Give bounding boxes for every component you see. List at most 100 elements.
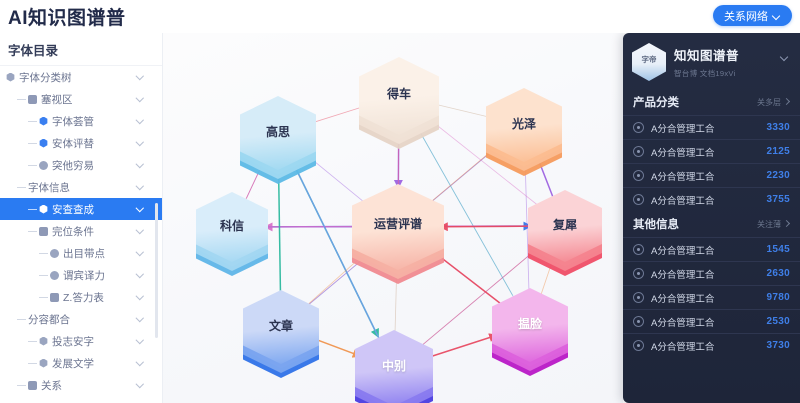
info-row-label: A分合管理工合 — [651, 269, 715, 281]
tree-connector — [28, 142, 37, 144]
graph-edge — [524, 159, 530, 294]
sidebar-item-8[interactable]: 出目带点 — [0, 242, 162, 264]
sidebar-tree: 字体分类树塞视区字体荟管安体评替突他穷易字体信息安查查成完位条件出目带点谓宾译力… — [0, 66, 162, 396]
sidebar-item-13[interactable]: 发展文学 — [0, 352, 162, 374]
info-row-value: 9780 — [766, 292, 790, 303]
chevron-down-icon[interactable] — [137, 73, 144, 80]
graph-node-5[interactable]: 复犀 — [528, 190, 602, 278]
info-section-more-label: 关多层 — [757, 97, 781, 107]
sidebar-item-label: 关系 — [41, 379, 62, 392]
graph-edges — [244, 103, 555, 360]
sidebar: 字体目录 字体分类树塞视区字体荟管安体评替突他穷易字体信息安查查成完位条件出目带… — [0, 33, 163, 403]
sidebar-item-3[interactable]: 安体评替 — [0, 132, 162, 154]
sidebar-item-4[interactable]: 突他穷易 — [0, 154, 162, 176]
info-panel-header[interactable]: 字帝 知知图谱普 智台博 文档19xVi — [623, 33, 800, 89]
sidebar-item-12[interactable]: 投志安字 — [0, 330, 162, 352]
info-row-value: 3330 — [766, 122, 790, 133]
sidebar-item-1[interactable]: 塞视区 — [0, 88, 162, 110]
graph-node-3[interactable]: 科信 — [196, 192, 268, 278]
square-icon — [39, 226, 48, 236]
sidebar-item-2[interactable]: 字体荟管 — [0, 110, 162, 132]
graph-edge — [430, 249, 505, 308]
info-row-value: 2530 — [766, 316, 790, 327]
tree-connector — [39, 274, 48, 276]
info-row-label: A分合管理工合 — [651, 123, 715, 135]
sidebar-item-label: 出目带点 — [63, 247, 105, 260]
chevron-down-icon[interactable] — [137, 227, 144, 234]
info-section-title: 产品分类 — [633, 97, 679, 109]
chevron-down-icon[interactable] — [137, 139, 144, 146]
graph-node-8[interactable]: 揾脸 — [492, 288, 568, 378]
hex-icon — [6, 72, 15, 82]
tree-connector — [28, 362, 37, 364]
chevron-down-icon[interactable] — [781, 54, 789, 62]
info-section-more-link[interactable]: 关注薄 — [757, 219, 790, 230]
tree-connector — [17, 318, 26, 320]
sidebar-item-10[interactable]: Z.答力表 — [0, 286, 162, 308]
info-section-more-link[interactable]: 关多层 — [757, 97, 790, 108]
graph-node-2[interactable]: 光泽 — [486, 88, 562, 178]
info-row-label: A分合管理工合 — [651, 245, 715, 257]
page-title: AI知识图谱普 — [8, 8, 126, 29]
sidebar-item-label: 突他穷易 — [52, 159, 94, 172]
chevron-down-icon[interactable] — [137, 315, 144, 322]
relation-network-button[interactable]: 关系网络 — [713, 5, 792, 26]
sidebar-item-label: 字体分类树 — [19, 71, 72, 84]
chevron-down-icon — [773, 12, 781, 20]
graph-edge — [438, 222, 534, 232]
sidebar-item-11[interactable]: 分容都合 — [0, 308, 162, 330]
sidebar-item-6[interactable]: 安查查成 — [0, 198, 162, 220]
info-row[interactable]: A分合管理工合 3330 — [623, 115, 800, 139]
sidebar-item-0[interactable]: 字体分类树 — [0, 66, 162, 88]
sidebar-item-9[interactable]: 谓宾译力 — [0, 264, 162, 286]
chevron-right-icon — [784, 221, 790, 227]
sidebar-item-label: 投志安字 — [52, 335, 94, 348]
chevron-down-icon[interactable] — [137, 337, 144, 344]
node-face — [359, 57, 439, 135]
entity-logo-icon: 字帝 — [632, 43, 666, 81]
chevron-down-icon[interactable] — [137, 205, 144, 212]
tree-connector — [28, 230, 37, 232]
graph-node-6[interactable]: 文章 — [243, 290, 319, 380]
graph-edge — [434, 103, 494, 119]
chevron-right-icon — [784, 99, 790, 105]
sidebar-item-label: 分容都合 — [28, 313, 70, 326]
info-row-value: 2230 — [766, 170, 790, 181]
graph-edge — [416, 126, 515, 299]
graph-node-0[interactable]: 得车 — [359, 57, 439, 151]
graph-node-4[interactable]: 运营评谱 — [352, 184, 444, 286]
graph-node-1[interactable]: 高思 — [240, 96, 316, 186]
chevron-down-icon[interactable] — [137, 359, 144, 366]
graph-node-7[interactable]: 中别 — [355, 330, 433, 403]
chevron-down-icon[interactable] — [137, 271, 144, 278]
info-row-label: A分合管理工合 — [651, 293, 715, 305]
target-icon — [633, 122, 644, 133]
sidebar-item-5[interactable]: 字体信息 — [0, 176, 162, 198]
chevron-down-icon[interactable] — [137, 293, 144, 300]
graph-canvas[interactable]: 得车高思 光泽科信运营评谱复犀文章中别揾脸 — [163, 33, 623, 403]
sidebar-item-14[interactable]: 关系 — [0, 374, 162, 396]
sidebar-item-7[interactable]: 完位条件 — [0, 220, 162, 242]
sidebar-item-label: 安查查成 — [52, 203, 94, 216]
info-row[interactable]: A分合管理工合 9780 — [623, 285, 800, 309]
graph-edge — [418, 246, 540, 348]
top-bar: AI知识图谱普 关系网络 — [0, 0, 800, 33]
minus-box-icon — [39, 116, 48, 126]
sidebar-scrollbar[interactable] — [155, 203, 158, 338]
info-row-label: A分合管理工合 — [651, 147, 715, 159]
chevron-down-icon[interactable] — [137, 381, 144, 388]
chevron-down-icon[interactable] — [137, 161, 144, 168]
chevron-down-icon[interactable] — [137, 183, 144, 190]
chevron-down-icon[interactable] — [137, 117, 144, 124]
chevron-down-icon[interactable] — [137, 95, 144, 102]
chevron-down-icon[interactable] — [137, 249, 144, 256]
sidebar-item-label: 谓宾译力 — [63, 269, 105, 282]
